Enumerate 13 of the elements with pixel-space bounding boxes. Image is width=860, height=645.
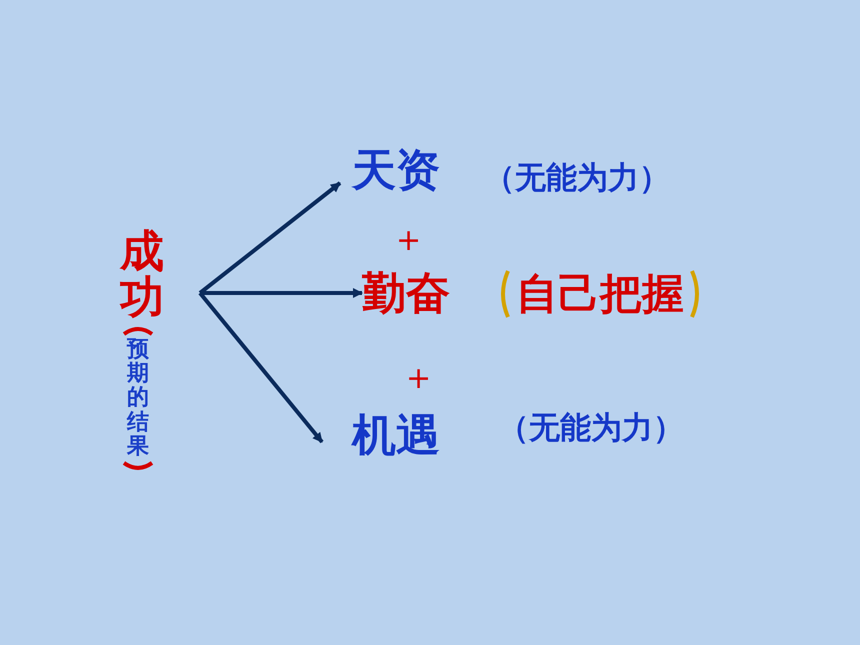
side-note: （无能为力） — [498, 413, 684, 444]
node-text: 勤奋 — [362, 272, 450, 316]
side-note: （无能为力） — [484, 163, 670, 194]
node-text: 机遇 — [352, 414, 440, 458]
plus-sign: + — [396, 226, 422, 256]
plus-sign: + — [406, 364, 432, 394]
arrow — [198, 292, 324, 444]
arrow — [200, 288, 363, 298]
node-text: 成功 — [120, 229, 164, 322]
arrow — [198, 181, 342, 295]
node-text: 天资 — [352, 149, 440, 193]
side-note: 自己把握 — [516, 273, 684, 315]
side-note: 预期的结果 — [127, 338, 149, 459]
